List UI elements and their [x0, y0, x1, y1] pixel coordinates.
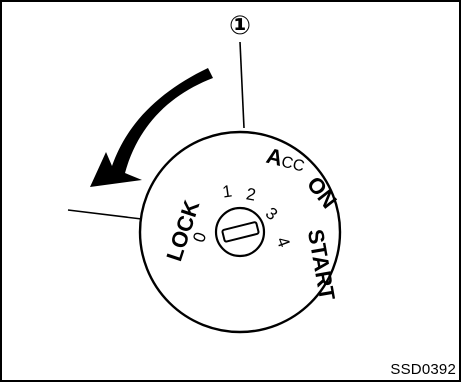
key-slot — [221, 221, 260, 243]
rotation-arrow-icon — [90, 68, 213, 187]
callout-leader-line — [239, 41, 245, 129]
position-1: 1 — [221, 181, 233, 201]
figure-code: SSD0392 — [390, 361, 456, 378]
acc-label: ACC — [264, 143, 308, 177]
acc-label-cc: CC — [280, 154, 307, 176]
lock-pointer-line — [67, 209, 151, 221]
position-2: 2 — [245, 184, 258, 204]
callout-number: ① — [229, 10, 251, 40]
acc-label-a: A — [264, 143, 286, 171]
